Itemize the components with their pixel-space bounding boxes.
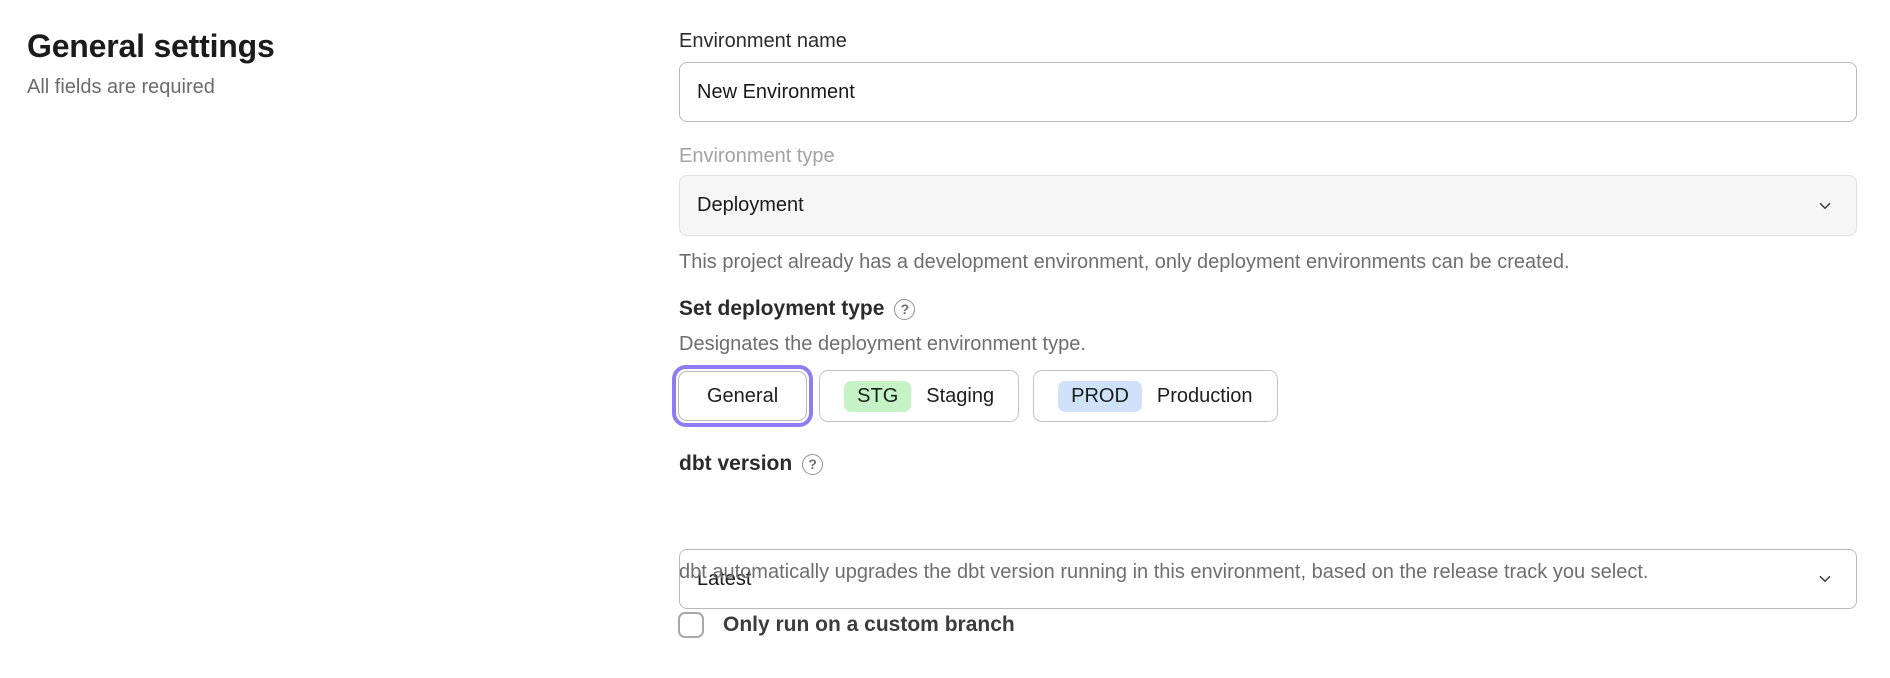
page-title: General settings <box>27 28 275 64</box>
environment-type-value: Deployment <box>697 194 804 216</box>
environment-name-label: Environment name <box>679 30 847 52</box>
dbt-version-label: dbt version <box>679 452 793 475</box>
deployment-type-label-row: Set deployment type ? <box>679 297 916 321</box>
environment-type-helper: This project already has a development e… <box>679 251 1570 273</box>
dbt-version-select[interactable]: Latest <box>679 549 1857 609</box>
chevron-down-icon <box>1816 197 1834 215</box>
environment-type-select[interactable]: Deployment <box>679 175 1857 236</box>
dbt-version-value: Latest <box>697 567 752 590</box>
dbt-version-helper: dbt automatically upgrades the dbt versi… <box>679 561 1649 583</box>
help-circle-icon[interactable]: ? <box>802 453 824 475</box>
production-label: Production <box>1156 384 1253 407</box>
deployment-type-options: General STG Staging PROD Production <box>672 365 1278 427</box>
custom-branch-row: Only run on a custom branch <box>678 612 1015 638</box>
deployment-type-option-general-selected-ring: General <box>672 365 814 427</box>
production-badge: PROD <box>1058 380 1142 412</box>
deployment-type-option-production[interactable]: PROD Production <box>1033 370 1278 422</box>
environment-type-label: Environment type <box>679 145 835 167</box>
deployment-type-helper: Designates the deployment environment ty… <box>679 333 1086 355</box>
staging-label: Staging <box>926 384 995 407</box>
deployment-type-option-general[interactable]: General <box>678 371 808 421</box>
custom-branch-label[interactable]: Only run on a custom branch <box>723 613 1015 636</box>
deployment-type-option-staging[interactable]: STG Staging <box>819 370 1020 422</box>
intro-column: General settings All fields are required <box>27 28 275 99</box>
deployment-type-label: Set deployment type <box>679 297 885 320</box>
staging-badge: STG <box>844 380 912 412</box>
environment-name-input[interactable] <box>679 62 1857 122</box>
chevron-down-icon <box>1816 570 1834 588</box>
dbt-version-label-row: dbt version ? <box>679 452 824 476</box>
page-subtitle: All fields are required <box>27 76 215 98</box>
custom-branch-checkbox[interactable] <box>678 612 704 638</box>
help-circle-icon[interactable]: ? <box>894 298 916 320</box>
